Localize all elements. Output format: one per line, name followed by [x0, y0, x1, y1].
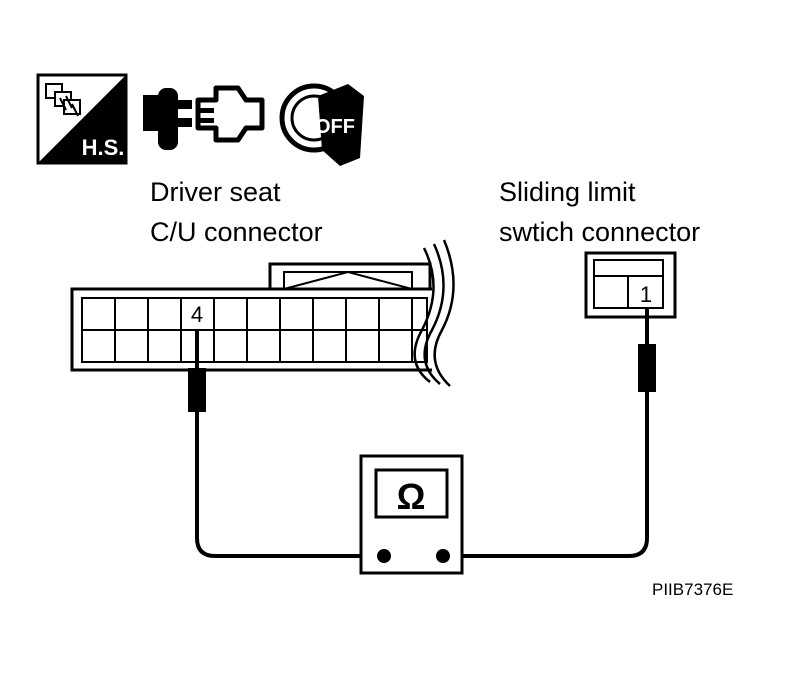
ignition-key-off-icon: OFF — [279, 83, 364, 166]
right-connector-label-line1: Sliding limit — [499, 177, 636, 207]
right-terminal-number: 1 — [640, 282, 652, 307]
ohm-symbol: Ω — [397, 476, 426, 517]
figure-code: PIIB7376E — [652, 580, 734, 599]
harness-disconnect-icon: H.S. — [36, 73, 128, 165]
left-terminal-number: 4 — [191, 302, 203, 327]
driver-seat-cu-connector — [70, 239, 455, 387]
harness-badge-text: H.S. — [82, 135, 125, 160]
ignition-off-text: OFF — [315, 116, 355, 138]
left-connector-label-line2: C/U connector — [150, 217, 323, 247]
right-connector-label-line2: swtich connector — [499, 217, 701, 247]
sliding-limit-switch-connector — [584, 251, 677, 319]
left-test-probe — [188, 330, 384, 558]
right-test-probe — [443, 308, 656, 558]
left-connector-label-line1: Driver seat — [150, 177, 281, 207]
connector-disconnect-icon — [143, 85, 265, 150]
ohmmeter — [359, 454, 464, 575]
